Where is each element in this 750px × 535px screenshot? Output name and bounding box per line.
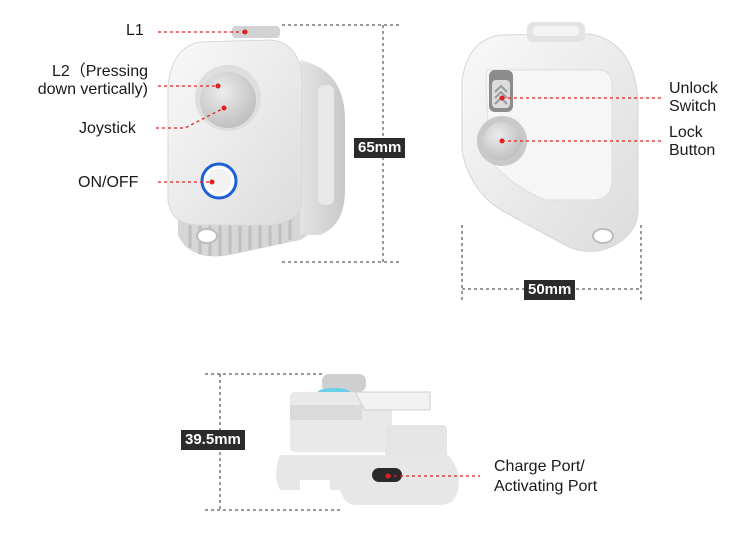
depth-dimension-label: 39.5mm — [181, 430, 245, 450]
unlock-switch-line2: Switch — [669, 98, 717, 115]
lock-button-line2: Button — [669, 142, 716, 159]
height-dimension-label: 65mm — [354, 138, 406, 158]
l2-label: L2（Pressing down vertically) — [16, 63, 148, 99]
l1-label: L1 — [126, 22, 144, 39]
lock-button-line1: Lock — [669, 124, 703, 141]
l2-label-line2: down vertically) — [37, 81, 148, 98]
charge-port-line2: Activating Port — [494, 478, 598, 495]
side-view — [205, 373, 480, 511]
joystick-label: Joystick — [79, 120, 136, 137]
charge-port-label: Charge Port/ Activating Port — [494, 458, 597, 496]
l2-label-line1: L2（Pressing — [51, 63, 148, 80]
unlock-switch-line1: Unlock — [669, 80, 718, 97]
charge-port-line1: Charge Port/ — [494, 458, 585, 475]
lock-button-label: Lock Button — [669, 124, 715, 160]
front-view — [156, 24, 400, 263]
back-view — [461, 22, 662, 303]
unlock-switch-label: Unlock Switch — [669, 80, 718, 116]
on-off-label: ON/OFF — [78, 174, 139, 191]
width-dimension-label: 50mm — [524, 280, 576, 300]
